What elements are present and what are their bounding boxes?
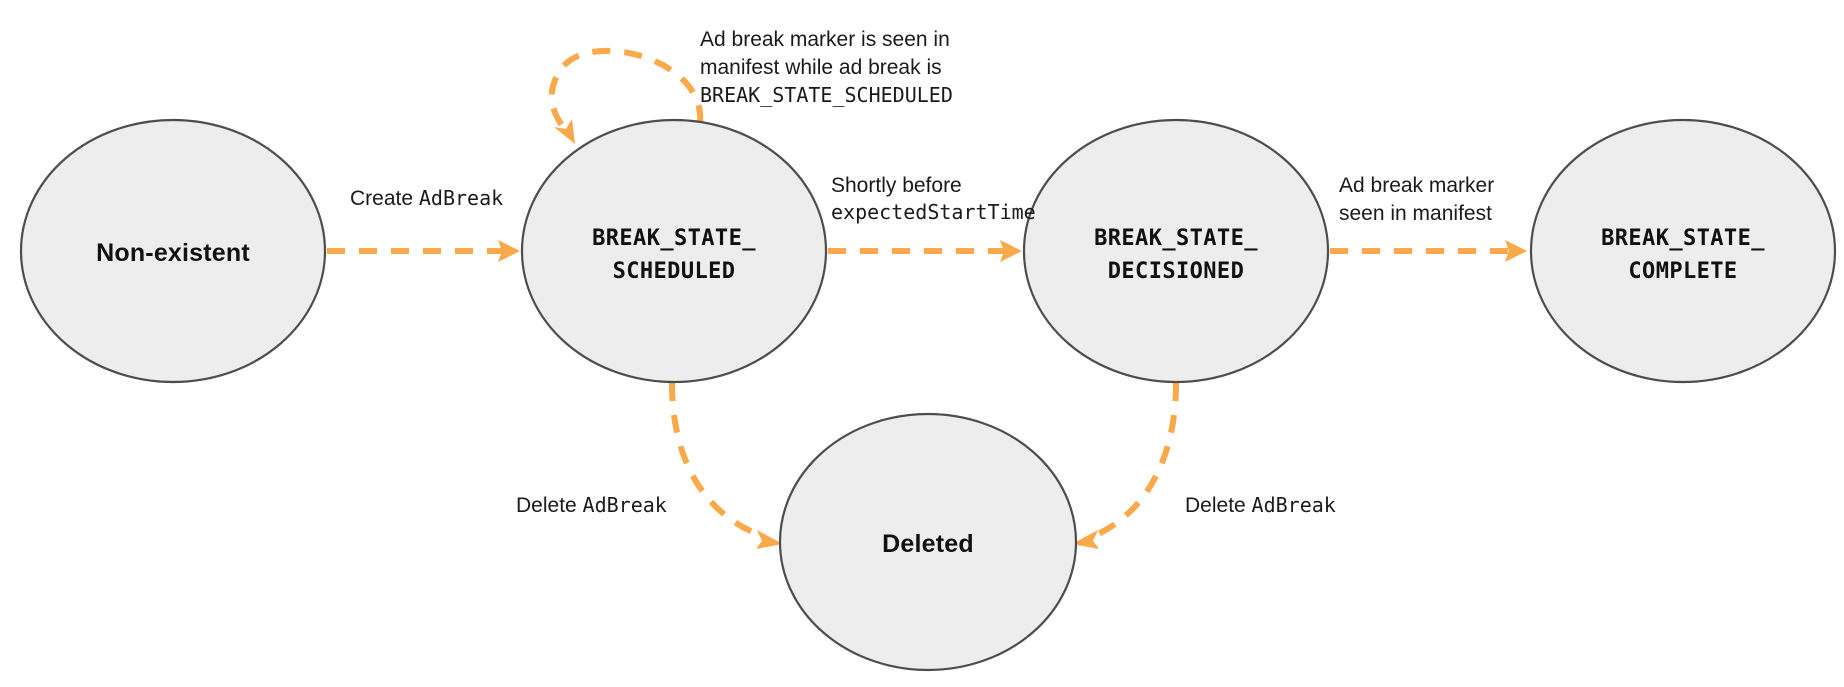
arrowhead-icon bbox=[1505, 240, 1527, 262]
node-deleted[interactable]: Deleted bbox=[778, 412, 1078, 672]
edge-label-line1: Ad break marker is seen in bbox=[700, 28, 950, 51]
node-label-line1: BREAK_STATE_ bbox=[592, 226, 756, 251]
edge-line bbox=[548, 47, 704, 133]
edge-label-delete-adbreak-right: Delete AdBreak bbox=[1185, 493, 1336, 517]
edge-label-line2: manifest while ad break is bbox=[700, 56, 942, 79]
edge-label-self-loop-annotation: Ad break marker is seen in manifest whil… bbox=[700, 28, 956, 107]
edge-label-part: AdBreak bbox=[419, 186, 503, 210]
edge-label-part: AdBreak bbox=[1252, 493, 1336, 517]
edge-label-line2: seen in manifest bbox=[1339, 202, 1492, 225]
arrowhead-icon bbox=[554, 119, 575, 144]
arrowhead-icon bbox=[1072, 530, 1099, 549]
node-shape bbox=[520, 118, 828, 384]
node-shape bbox=[778, 412, 1078, 672]
node-label-line2: DECISIONED bbox=[1108, 259, 1244, 284]
edge-label-part: AdBreak bbox=[583, 493, 667, 517]
node-break-state-decisioned[interactable]: BREAK_STATE_ DECISIONED bbox=[1022, 118, 1330, 384]
node-label-line1: BREAK_STATE_ bbox=[1601, 226, 1765, 251]
edge-label-part: Create bbox=[350, 187, 419, 210]
edge-line bbox=[669, 382, 759, 537]
node-break-state-scheduled[interactable]: BREAK_STATE_ SCHEDULED bbox=[520, 118, 828, 384]
arrowhead-icon bbox=[498, 240, 520, 262]
node-label-line1: Deleted bbox=[882, 530, 974, 558]
edge-shortly-before-expected-start-time bbox=[828, 240, 1022, 262]
node-label-line1: BREAK_STATE_ bbox=[1094, 226, 1258, 251]
edge-label-delete-adbreak-left: Delete AdBreak bbox=[516, 493, 667, 517]
edge-label-shortly-before: Shortly before expectedStartTime bbox=[831, 174, 1036, 224]
node-label-line2: COMPLETE bbox=[1628, 259, 1737, 284]
edge-create-adbreak bbox=[327, 240, 520, 262]
node-label-line2: SCHEDULED bbox=[613, 259, 736, 284]
node-shape bbox=[1022, 118, 1330, 384]
node-break-state-complete[interactable]: BREAK_STATE_ COMPLETE bbox=[1529, 118, 1837, 384]
edge-ad-break-marker-seen-in-manifest bbox=[1330, 240, 1527, 262]
edge-label-part: Delete bbox=[516, 494, 583, 517]
edge-line bbox=[1096, 382, 1179, 537]
node-shape bbox=[1529, 118, 1837, 384]
arrowhead-icon bbox=[1000, 240, 1022, 262]
edge-delete-adbreak-from-scheduled bbox=[669, 382, 783, 549]
edge-label-line2: expectedStartTime bbox=[831, 200, 1036, 224]
arrowhead-icon bbox=[756, 530, 783, 549]
edge-label-line1: Shortly before bbox=[831, 174, 962, 197]
edge-self-loop-scheduled bbox=[548, 47, 704, 144]
node-label-line1: Non-existent bbox=[96, 239, 250, 267]
edge-label-line1: Ad break marker bbox=[1339, 174, 1494, 197]
node-shape bbox=[19, 118, 327, 384]
edge-label-marker-seen-in-manifest: Ad break marker seen in manifest bbox=[1339, 174, 1500, 225]
node-non-existent[interactable]: Non-existent bbox=[19, 118, 327, 384]
edge-label-part: Delete bbox=[1185, 494, 1252, 517]
edge-label-create-adbreak: Create AdBreak bbox=[350, 186, 503, 210]
edge-delete-adbreak-from-decisioned bbox=[1072, 382, 1179, 549]
edge-label-line3: BREAK_STATE_SCHEDULED bbox=[700, 83, 953, 107]
